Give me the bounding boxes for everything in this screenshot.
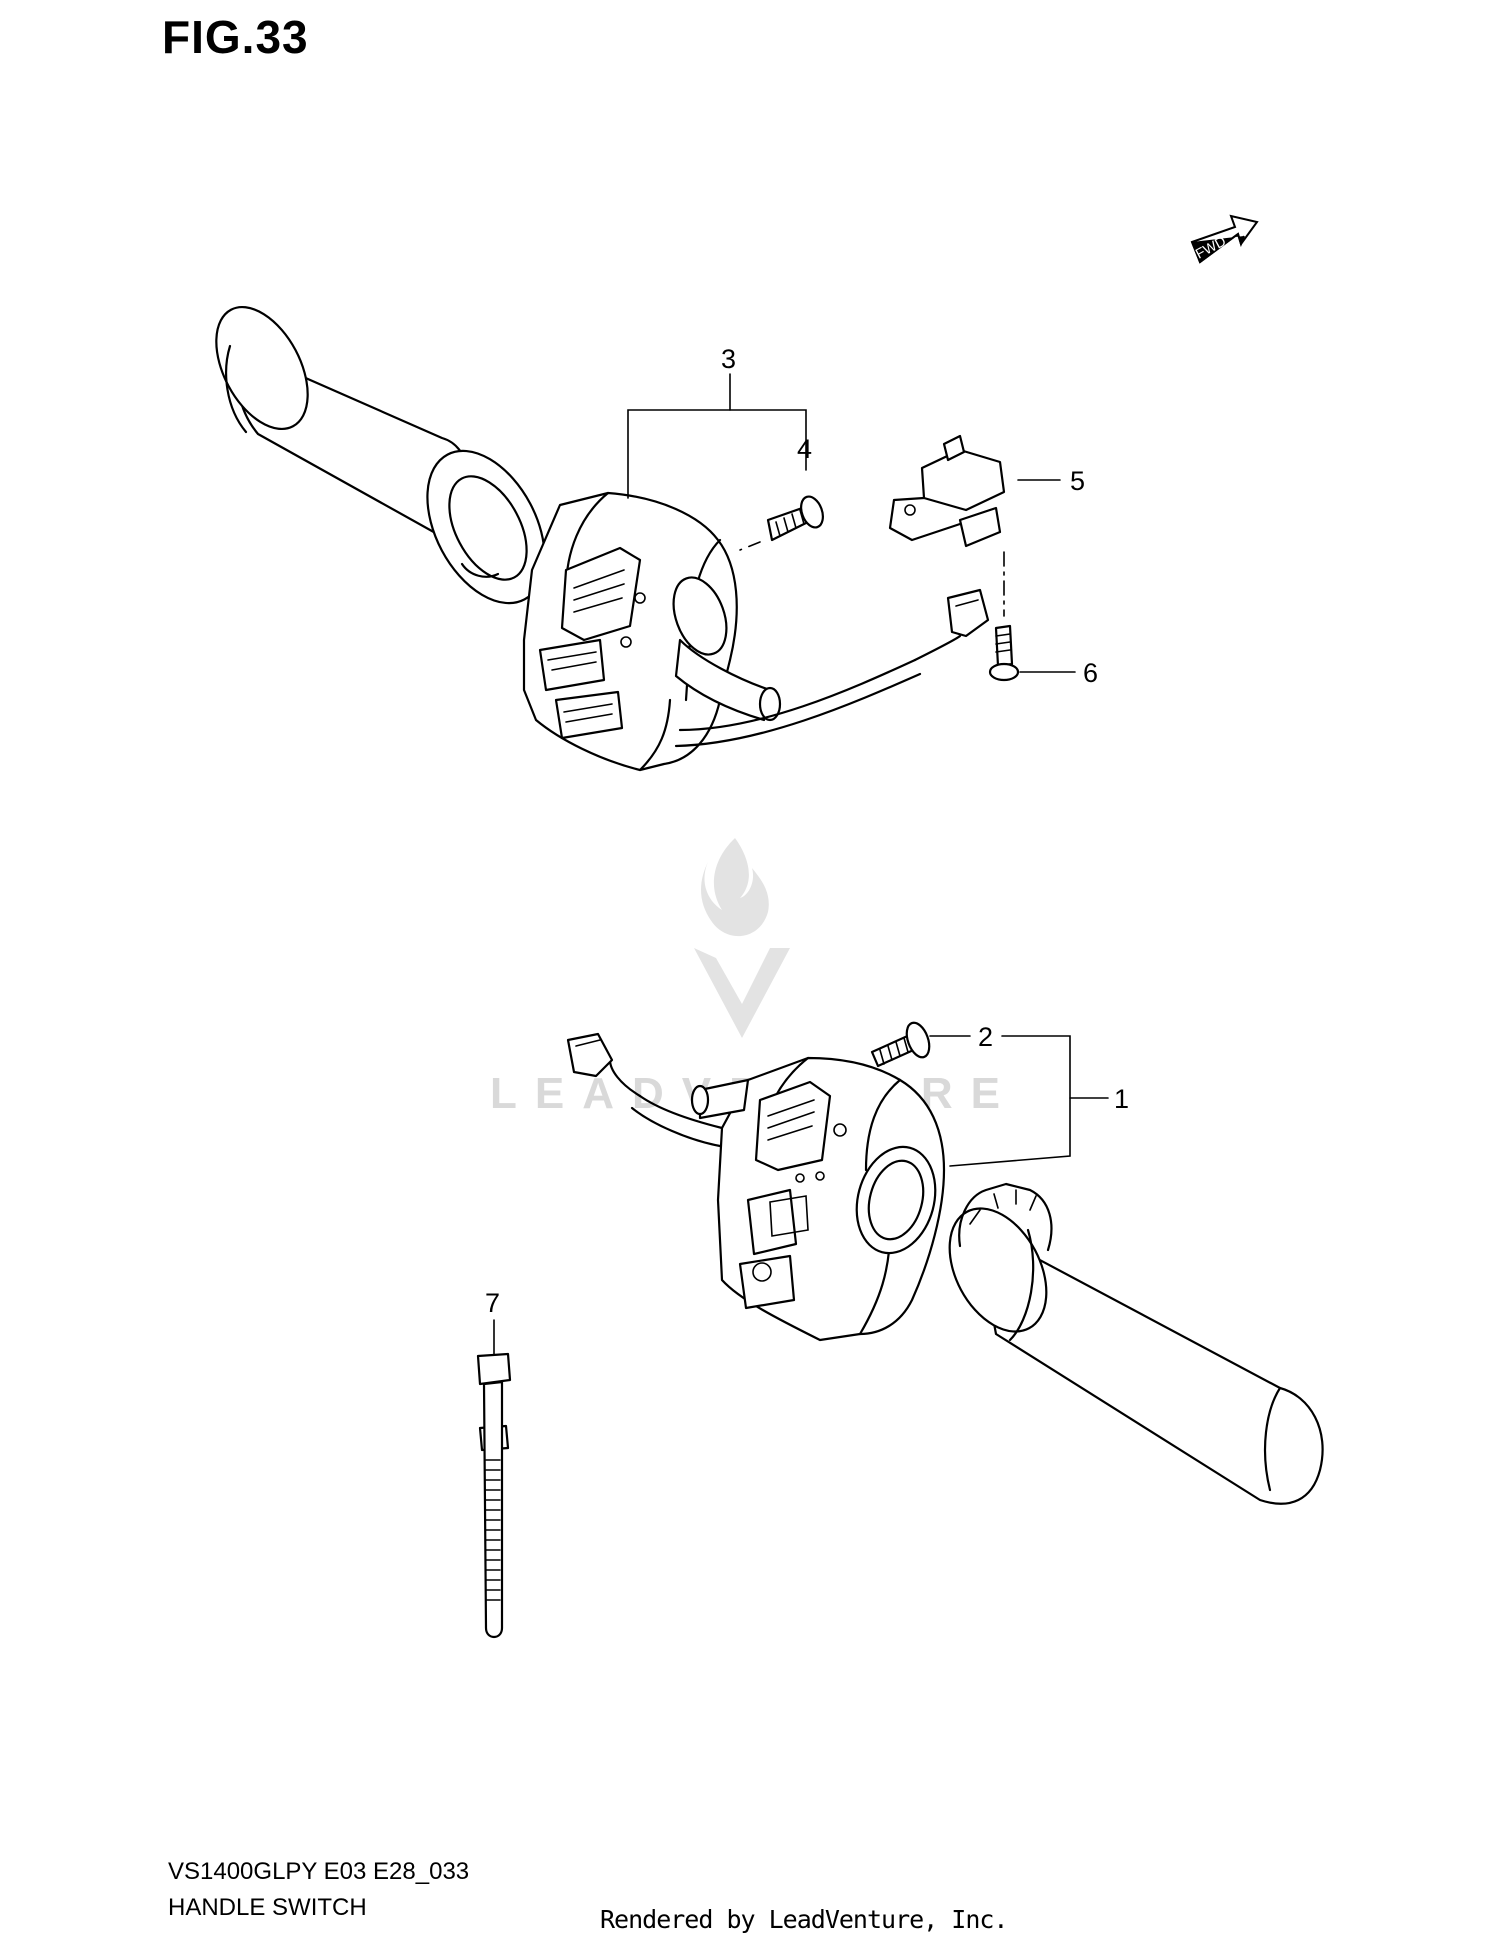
callout-3: 3: [721, 344, 736, 374]
left-handle-switch-assembly: [522, 491, 990, 772]
callout-1-bracket: [949, 1035, 1071, 1167]
callout-5: 5: [1070, 466, 1085, 496]
render-credit: Rendered by LeadVenture, Inc.: [600, 1905, 1008, 1934]
callout-3-bracket: [627, 409, 807, 499]
screw-2: [870, 1021, 931, 1068]
callout-2: 2: [978, 1022, 993, 1052]
screw-4-leader-dash: [739, 541, 761, 551]
model-code: VS1400GLPY E03 E28_033: [168, 1858, 470, 1885]
clamp-5: [888, 434, 1006, 548]
fwd-arrow-icon: FWD: [1190, 214, 1259, 264]
screw-4: [766, 495, 824, 542]
watermark: LEADVENTURE: [490, 838, 1000, 1118]
figure-title: FIG.33: [162, 11, 309, 63]
right-grip: [948, 1182, 1324, 1505]
left-grip: [215, 305, 546, 605]
figure-name: HANDLE SWITCH: [168, 1894, 367, 1921]
screw-6: [988, 624, 1020, 682]
callout-6: 6: [1083, 658, 1098, 688]
right-handle-switch-assembly: [566, 1032, 946, 1342]
callout-7: 7: [485, 1288, 500, 1318]
callout-1: 1: [1114, 1084, 1129, 1114]
callout-4: 4: [797, 434, 812, 464]
cable-tie-7: [476, 1352, 512, 1639]
